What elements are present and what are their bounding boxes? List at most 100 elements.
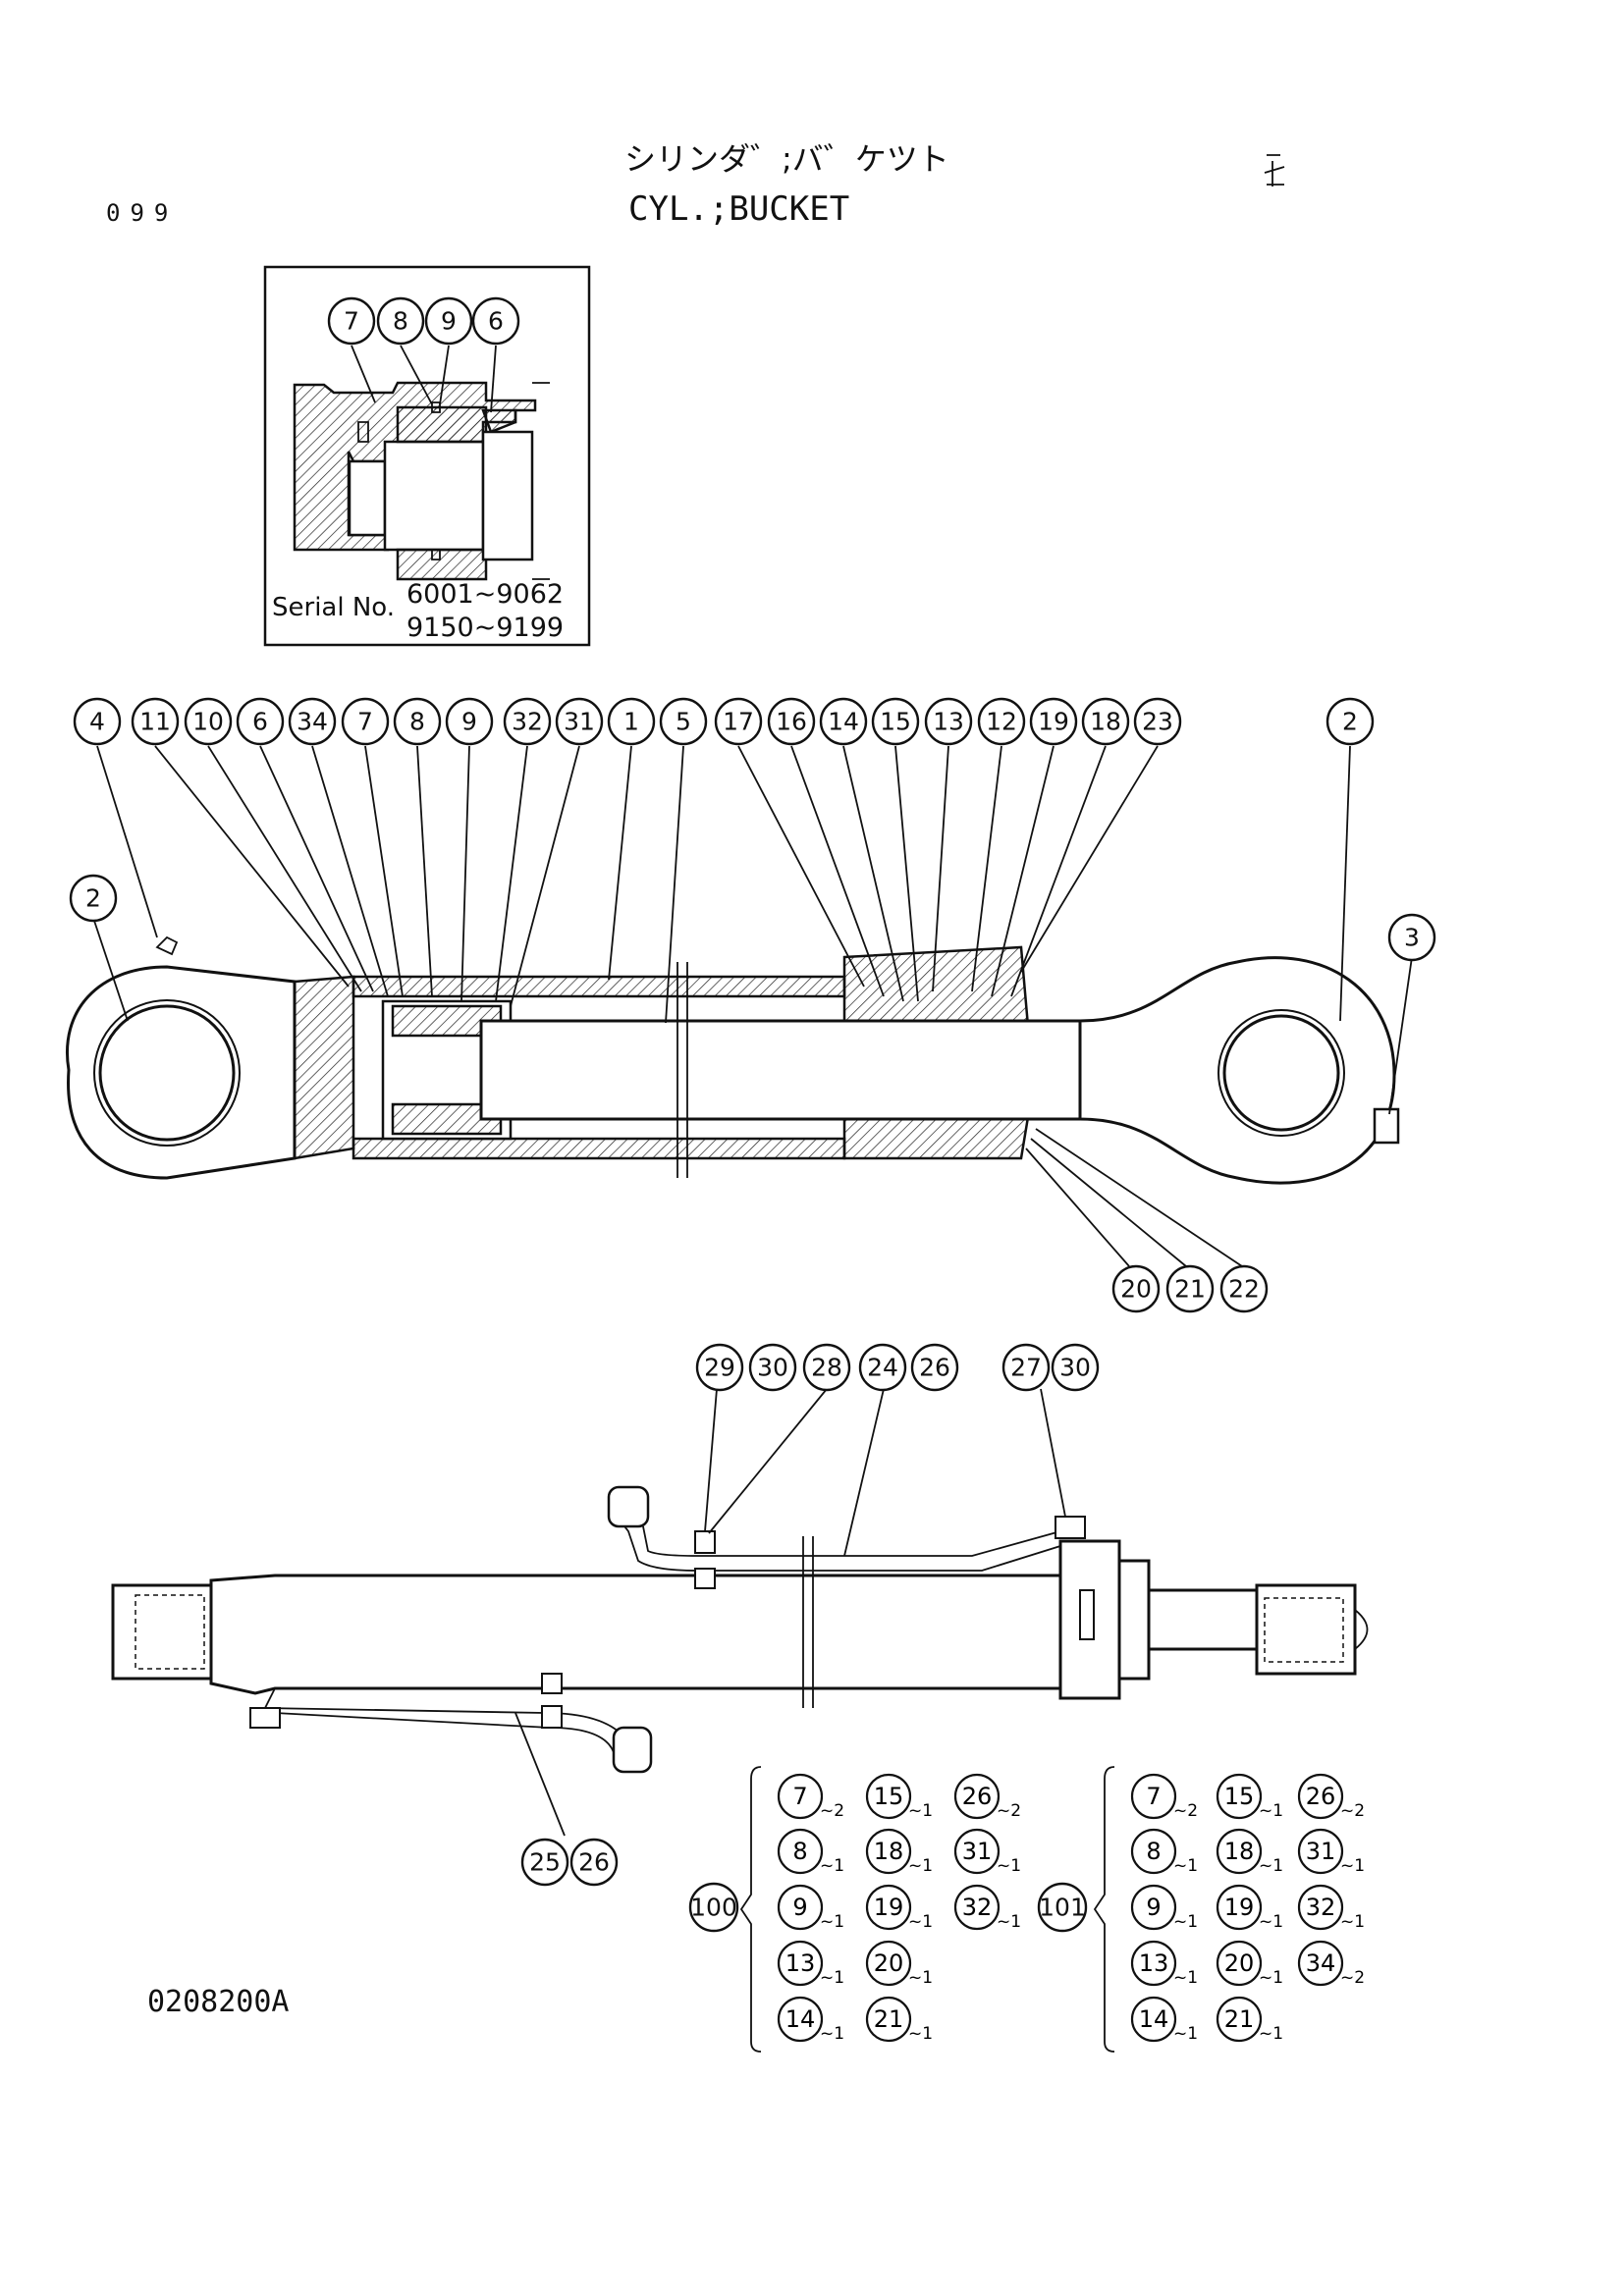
- svg-text:27: 27: [1010, 1354, 1042, 1382]
- svg-text:31: 31: [962, 1838, 993, 1865]
- svg-text:8: 8: [792, 1838, 807, 1865]
- svg-text:~2: ~2: [1173, 1801, 1198, 1821]
- svg-text:2: 2: [1342, 708, 1358, 736]
- kit-item: 14~1: [777, 1996, 844, 2044]
- svg-text:~1: ~1: [820, 2024, 844, 2044]
- title-english: CYL.;BUCKET: [628, 189, 850, 229]
- svg-text:~1: ~1: [820, 1912, 844, 1932]
- svg-text:16: 16: [776, 708, 807, 736]
- svg-text:6: 6: [252, 708, 268, 736]
- section-callout: 15: [871, 697, 920, 746]
- svg-text:100: 100: [690, 1894, 737, 1922]
- svg-text:~1: ~1: [1173, 1968, 1198, 1988]
- svg-text:~1: ~1: [1340, 1856, 1365, 1876]
- svg-text:21: 21: [1224, 2005, 1255, 2033]
- section-callout: 6: [236, 697, 285, 746]
- svg-text:19: 19: [1224, 1894, 1255, 1921]
- inset-callout: 6: [471, 296, 520, 346]
- svg-text:18: 18: [874, 1838, 904, 1865]
- svg-text:8: 8: [393, 307, 408, 336]
- svg-text:~1: ~1: [908, 2024, 933, 2044]
- svg-text:28: 28: [811, 1354, 842, 1382]
- svg-text:7: 7: [357, 708, 373, 736]
- external-callout: 28: [802, 1343, 851, 1392]
- kit-item: 9~1: [777, 1884, 844, 1932]
- svg-text:20: 20: [1120, 1275, 1152, 1304]
- svg-text:~1: ~1: [820, 1968, 844, 1988]
- svg-text:~1: ~1: [908, 1968, 933, 1988]
- cylinder-section-view: [66, 745, 1413, 1267]
- svg-text:18: 18: [1224, 1838, 1255, 1865]
- svg-text:13: 13: [1139, 1949, 1169, 1977]
- kit-item: 20~1: [865, 1940, 933, 1988]
- svg-text:15: 15: [1224, 1783, 1255, 1810]
- svg-text:29: 29: [704, 1354, 735, 1382]
- svg-text:7: 7: [344, 307, 359, 336]
- kit-item: 20~1: [1216, 1940, 1283, 1988]
- svg-text:~2: ~2: [997, 1801, 1021, 1821]
- section-callout: 31: [555, 697, 604, 746]
- svg-text:8: 8: [1146, 1838, 1161, 1865]
- svg-text:~1: ~1: [1259, 2024, 1283, 2044]
- svg-text:19: 19: [1038, 708, 1069, 736]
- svg-text:4: 4: [89, 708, 105, 736]
- external-bottom-callout: 26: [569, 1838, 619, 1887]
- kit-100: [739, 1766, 762, 2053]
- svg-text:26: 26: [919, 1354, 950, 1382]
- kit-item: 26~2: [1297, 1773, 1365, 1821]
- svg-text:7: 7: [1146, 1783, 1161, 1810]
- svg-text:~1: ~1: [908, 1912, 933, 1932]
- section-callout: 18: [1081, 697, 1130, 746]
- svg-text:~1: ~1: [1259, 1912, 1283, 1932]
- section-callout: 13: [924, 697, 973, 746]
- svg-text:2: 2: [85, 884, 101, 913]
- section-callout: 14: [819, 697, 868, 746]
- kit-item: 31~1: [953, 1828, 1021, 1876]
- drawing-number: 0208200A: [147, 1985, 290, 2019]
- section-bottom-callout: 21: [1165, 1264, 1215, 1313]
- svg-text:~1: ~1: [908, 1801, 933, 1821]
- svg-text:21: 21: [874, 2005, 904, 2033]
- svg-text:~1: ~1: [997, 1912, 1021, 1932]
- external-callout: 30: [748, 1343, 797, 1392]
- svg-text:13: 13: [933, 708, 964, 736]
- svg-text:19: 19: [874, 1894, 904, 1921]
- svg-text:20: 20: [874, 1949, 904, 1977]
- section-callout: 34: [288, 697, 337, 746]
- svg-text:31: 31: [1306, 1838, 1336, 1865]
- section-callout: 32: [503, 697, 552, 746]
- svg-text:~2: ~2: [820, 1801, 844, 1821]
- svg-text:7: 7: [792, 1783, 807, 1810]
- svg-text:15: 15: [874, 1783, 904, 1810]
- kit-101: [1093, 1766, 1115, 2053]
- inset-callout: 9: [424, 296, 473, 346]
- kit-item: 19~1: [865, 1884, 933, 1932]
- svg-text:~1: ~1: [1173, 1912, 1198, 1932]
- svg-text:14: 14: [785, 2005, 816, 2033]
- svg-text:21: 21: [1174, 1275, 1206, 1304]
- kit-item: 32~1: [1297, 1884, 1365, 1932]
- svg-text:14: 14: [828, 708, 859, 736]
- margin-mark: [1264, 154, 1285, 187]
- kit-item: 7 ~2: [1130, 1773, 1198, 1821]
- inset-callout: 8: [376, 296, 425, 346]
- kit-item: 14~1: [1130, 1996, 1198, 2044]
- kit-item: 15~1: [865, 1773, 933, 1821]
- kit-label: 101: [1037, 1882, 1088, 1933]
- section-callout: 16: [767, 697, 816, 746]
- page-number: 099: [106, 199, 179, 227]
- inset-callout: 7: [327, 296, 376, 346]
- svg-text:22: 22: [1228, 1275, 1260, 1304]
- title-japanese: シリンダ゛;バ゛ケツト: [624, 140, 949, 178]
- svg-text:~1: ~1: [1173, 2024, 1198, 2044]
- section-bottom-callout: 22: [1219, 1264, 1269, 1313]
- svg-text:12: 12: [986, 708, 1017, 736]
- svg-text:9: 9: [1146, 1894, 1161, 1921]
- section-callout: 4: [73, 697, 122, 746]
- section-callout: 5: [659, 697, 708, 746]
- svg-text:6: 6: [488, 307, 504, 336]
- svg-text:14: 14: [1139, 2005, 1169, 2033]
- section-callout: 7: [341, 697, 390, 746]
- svg-text:18: 18: [1090, 708, 1121, 736]
- svg-text:24: 24: [867, 1354, 898, 1382]
